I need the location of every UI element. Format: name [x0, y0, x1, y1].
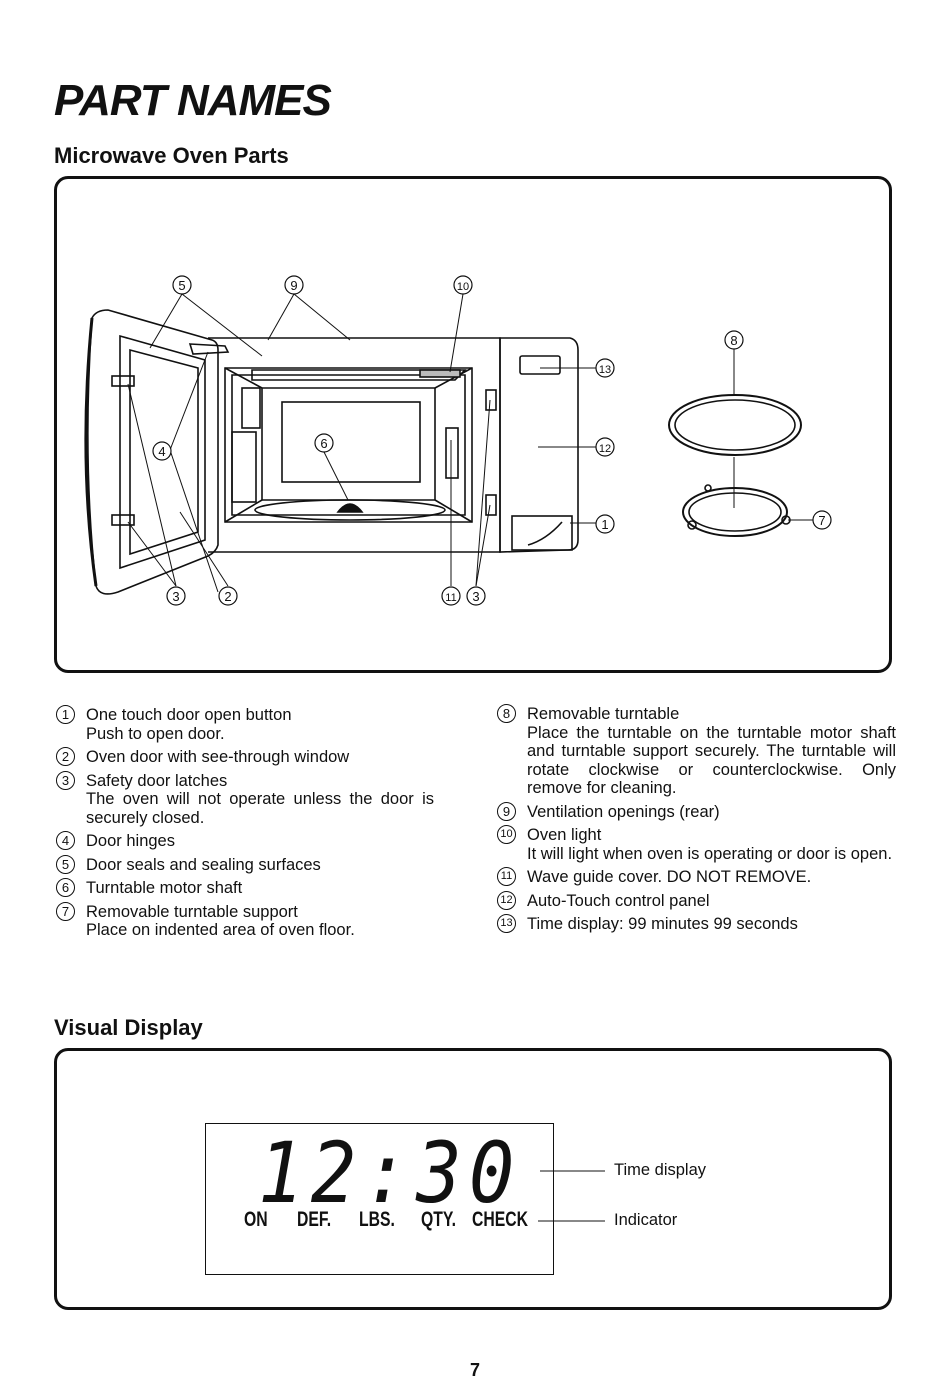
callout-number: 9: [290, 278, 297, 293]
part-name: Oven light: [527, 826, 602, 844]
callout-numbers: 5 9 10 8 13 12 1 7 6 4 3 2 11 3: [158, 278, 825, 604]
part-name: Door hinges: [86, 832, 175, 850]
leader-lines: [127, 293, 813, 593]
part-item: 9 Ventilation openings (rear): [495, 801, 896, 822]
part-description: Place the turntable on the turntable mot…: [527, 723, 896, 798]
callout-markers: [152, 275, 832, 606]
indicator-def: DEF.: [297, 1208, 332, 1231]
display-frame: [54, 1048, 892, 1310]
part-number: 9: [497, 801, 516, 821]
part-description: Place on indented area of oven floor.: [86, 921, 355, 939]
lcd-display: 12:30 ON DEF. LBS. QTY. CHECK: [205, 1123, 554, 1275]
part-number: 4: [56, 831, 75, 850]
callout-number: 13: [599, 364, 611, 376]
part-number: 12: [497, 890, 516, 910]
part-number: 2: [56, 747, 75, 766]
callout-11: [441, 586, 461, 606]
part-number: 5: [56, 854, 75, 874]
part-name: One touch door open button: [86, 706, 292, 724]
part-item: 2 Oven door with see-through window: [54, 747, 434, 767]
callout-6: [314, 433, 334, 453]
part-item: 4 Door hinges: [54, 831, 434, 851]
parts-list-right: 8 Removable turntable Place the turntabl…: [495, 704, 896, 939]
callout-9: [284, 275, 304, 295]
part-name: Safety door latches: [86, 771, 228, 790]
part-name: Turntable motor shaft: [86, 879, 243, 897]
part-number: 7: [56, 901, 75, 921]
indicator-lbs: LBS.: [359, 1208, 395, 1231]
part-item: 7 Removable turntable support Place on i…: [54, 901, 434, 940]
indicator-on: ON: [244, 1208, 268, 1231]
part-name: Ventilation openings (rear): [527, 802, 720, 821]
callout-number: 3: [172, 589, 179, 604]
indicator-qty: QTY.: [421, 1208, 457, 1231]
part-description: Push to open door.: [86, 724, 225, 743]
page-title: PART NAMES: [54, 76, 332, 125]
indicator-label: Indicator: [614, 1211, 678, 1229]
part-name: Auto-Touch control panel: [527, 891, 710, 910]
oven-diagram-frame: [54, 176, 892, 673]
part-item: 12 Auto-Touch control panel: [495, 890, 896, 911]
parts-list-left: 1 One touch door open button Push to ope…: [54, 705, 434, 945]
part-number: 13: [497, 914, 516, 933]
callout-2: [218, 586, 238, 606]
callout-number: 4: [158, 444, 165, 459]
callout-5: [172, 275, 192, 295]
callout-4: [152, 441, 172, 461]
callout-1: [595, 514, 615, 534]
callout-7: [812, 510, 832, 530]
callout-number: 2: [224, 589, 231, 604]
part-number: 11: [497, 867, 516, 886]
callout-12: [595, 437, 615, 457]
part-name: Time display: 99 minutes 99 seconds: [527, 915, 798, 933]
callout-number: 11: [445, 592, 456, 604]
indicator-check: CHECK: [472, 1208, 529, 1231]
callout-13: [595, 358, 615, 378]
callout-number: 8: [730, 333, 737, 348]
oven-diagram: 5 9 10 8 13 12 1 7 6 4 3 2 11 3: [84, 275, 832, 606]
callout-number: 5: [178, 278, 185, 293]
turntable: [668, 394, 802, 456]
part-name: Oven door with see-through window: [86, 748, 350, 766]
part-item: 5 Door seals and sealing surfaces: [54, 854, 434, 875]
part-description: It will light when oven is operating or …: [527, 844, 893, 863]
part-name: Removable turntable support: [86, 902, 298, 921]
part-name: Door seals and sealing surfaces: [86, 855, 321, 874]
part-item: 10 Oven light It will light when oven is…: [495, 825, 896, 863]
part-number: 10: [497, 825, 516, 844]
part-item: 1 One touch door open button Push to ope…: [54, 705, 434, 743]
part-item: 3 Safety door latches The oven will not …: [54, 770, 434, 828]
callout-number: 12: [599, 443, 611, 455]
callout-3b: [466, 586, 486, 606]
page-number: 7: [469, 1360, 480, 1380]
oven-section-title: Microwave Oven Parts: [54, 143, 289, 168]
part-description: The oven will not operate unless the doo…: [86, 790, 434, 827]
display-section-title: Visual Display: [54, 1015, 203, 1040]
part-item: 8 Removable turntable Place the turntabl…: [495, 704, 896, 798]
part-number: 1: [56, 705, 75, 724]
part-name: Wave guide cover. DO NOT REMOVE.: [527, 868, 812, 886]
part-number: 3: [56, 770, 75, 790]
callout-number: 1: [601, 517, 608, 532]
time-digits: 12:30: [258, 1124, 522, 1222]
part-number: 8: [497, 704, 516, 723]
part-item: 6 Turntable motor shaft: [54, 878, 434, 898]
callout-8: [724, 330, 744, 350]
callout-number: 3: [472, 589, 479, 604]
callout-10: [453, 275, 473, 295]
time-display-label: Time display: [614, 1161, 706, 1179]
control-panel: [499, 337, 579, 553]
callout-3a: [166, 586, 186, 606]
part-item: 11 Wave guide cover. DO NOT REMOVE.: [495, 867, 896, 887]
callout-number: 6: [320, 436, 327, 451]
callout-number: 10: [457, 281, 469, 293]
callout-number: 7: [818, 513, 825, 528]
oven-body: [208, 337, 501, 553]
part-number: 6: [56, 878, 75, 897]
part-item: 13 Time display: 99 minutes 99 seconds: [495, 914, 896, 934]
part-name: Removable turntable: [527, 705, 680, 723]
